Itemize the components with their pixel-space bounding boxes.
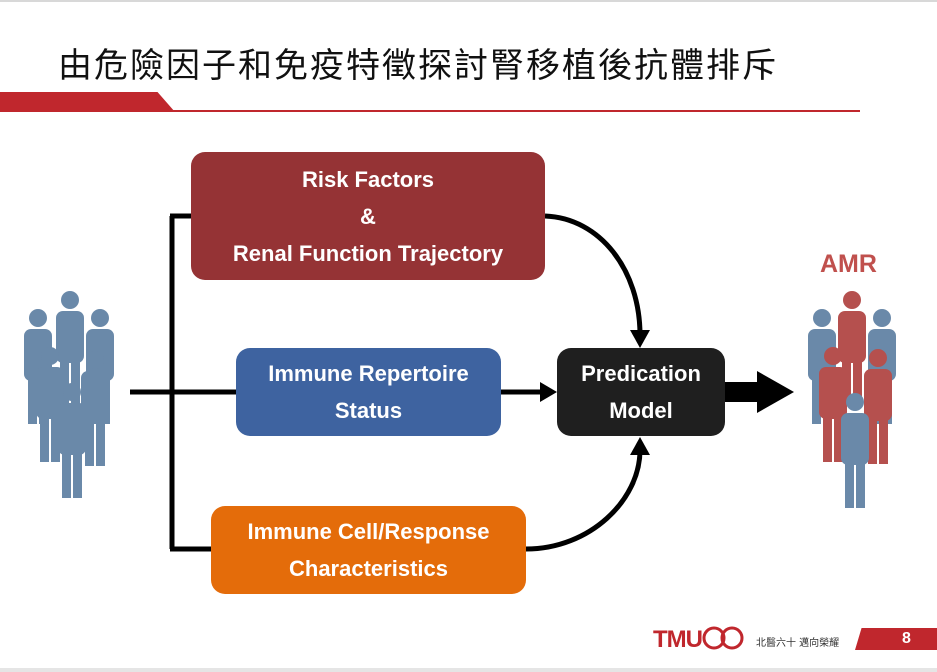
footer-slogan: 北醫六十 邁向榮耀 [756, 638, 840, 649]
risk-line1: Risk Factors [301, 166, 435, 192]
risk-line2: & [360, 203, 376, 229]
title-accent-bar [0, 92, 175, 112]
immune-cell-line1: Immune Cell/Response [247, 519, 490, 544]
flow-arrows [501, 213, 643, 552]
immune-repertoire-line2: Status [334, 398, 403, 423]
model-line2: Model [609, 398, 673, 423]
patient-group-icon [24, 291, 114, 498]
title-rule [170, 110, 860, 112]
immune-repertoire-box: Immune Repertoire Status [236, 348, 501, 436]
immune-cell-line2: Characteristics [289, 556, 448, 581]
outcome-group-icon [808, 291, 896, 508]
bottom-border [0, 668, 937, 672]
outcome-label: AMR [820, 250, 877, 278]
model-line1: Predication [581, 361, 701, 386]
risk-line3: Renal Function Trajectory [232, 240, 504, 266]
output-arrow [725, 371, 794, 413]
prediction-model-box: Predication Model [557, 348, 725, 436]
bracket-lines [130, 213, 236, 552]
immune-repertoire-line1: Immune Repertoire [268, 361, 469, 386]
arrowheads [540, 330, 650, 455]
immune-cell-box: Immune Cell/Response Characteristics [211, 506, 526, 594]
footer-page-bar [855, 628, 937, 650]
slide-title: 由危險因子和免疫特徵探討腎移植後抗體排斥 [58, 46, 778, 86]
page-number: 8 [902, 630, 911, 647]
tmu-logo: TMU [653, 626, 703, 653]
top-border [0, 0, 937, 2]
risk-factors-box: Risk Factors & Renal Function Trajectory [191, 152, 545, 280]
tmu60-rings-icon [702, 626, 744, 650]
